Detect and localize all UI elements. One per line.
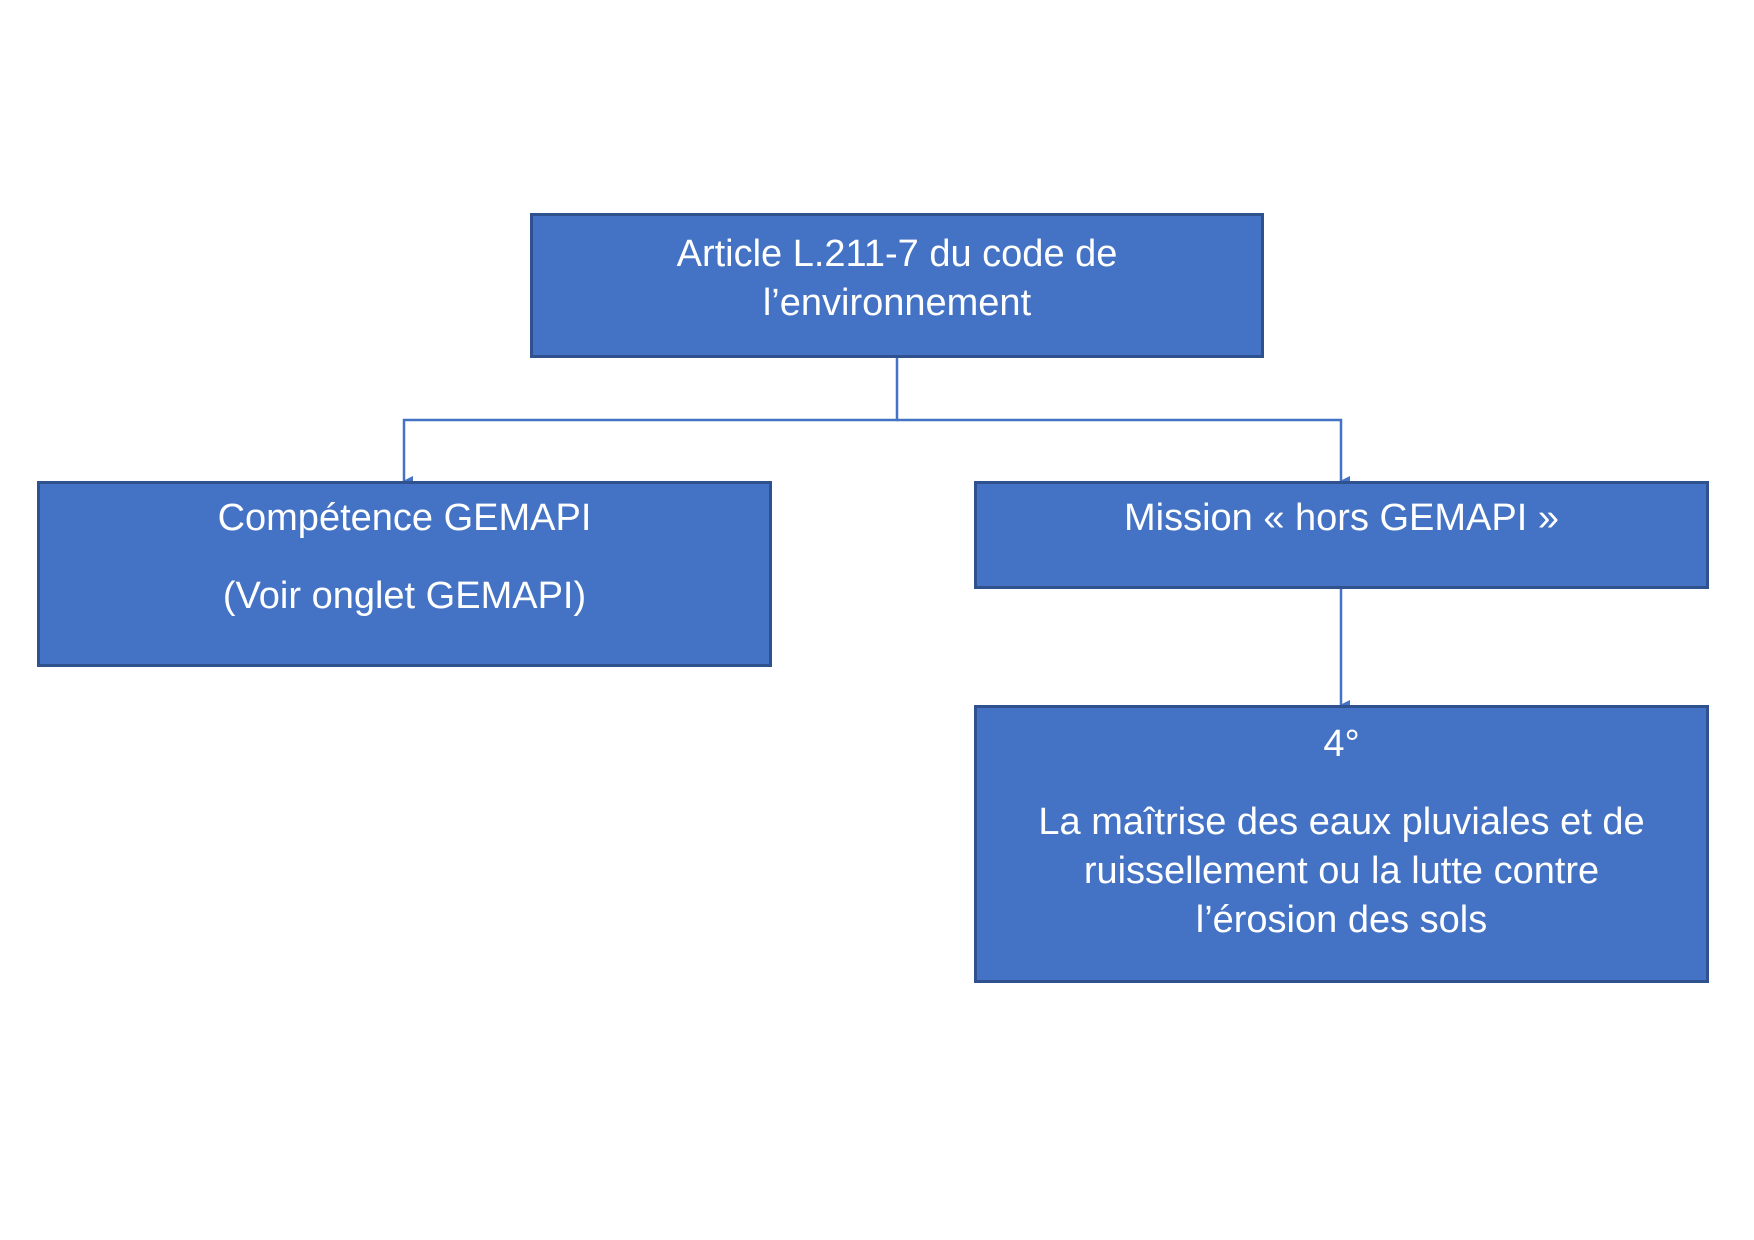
node-article-line-1: Article L.211-7 du code de — [676, 233, 1118, 275]
node-item-4-line-2: ruissellement ou la lutte contre — [1083, 850, 1600, 892]
node-hors-gemapi-title: Mission « hors GEMAPI » — [1123, 497, 1560, 539]
node-mission-hors-gemapi: Mission « hors GEMAPI » — [974, 481, 1709, 589]
node-item-4-line-3: l’érosion des sols — [1195, 899, 1488, 941]
node-gemapi-note: (Voir onglet GEMAPI) — [222, 575, 587, 617]
connector-root-to-hors-gemapi — [897, 418, 1350, 486]
node-article-line-2: l’environnement — [762, 282, 1032, 324]
node-article-l211-7: Article L.211-7 du code de l’environneme… — [530, 213, 1264, 358]
node-competence-gemapi: Compétence GEMAPI (Voir onglet GEMAPI) — [37, 481, 772, 667]
node-item-4: 4° La maîtrise des eaux pluviales et de … — [974, 705, 1709, 983]
node-item-4-line-1: La maîtrise des eaux pluviales et de — [1038, 801, 1645, 843]
node-item-4-number: 4° — [1323, 723, 1360, 765]
connector-root-to-gemapi — [402, 358, 899, 486]
node-gemapi-title: Compétence GEMAPI — [217, 497, 592, 539]
node-item-4-description: La maîtrise des eaux pluviales et de rui… — [977, 798, 1706, 945]
